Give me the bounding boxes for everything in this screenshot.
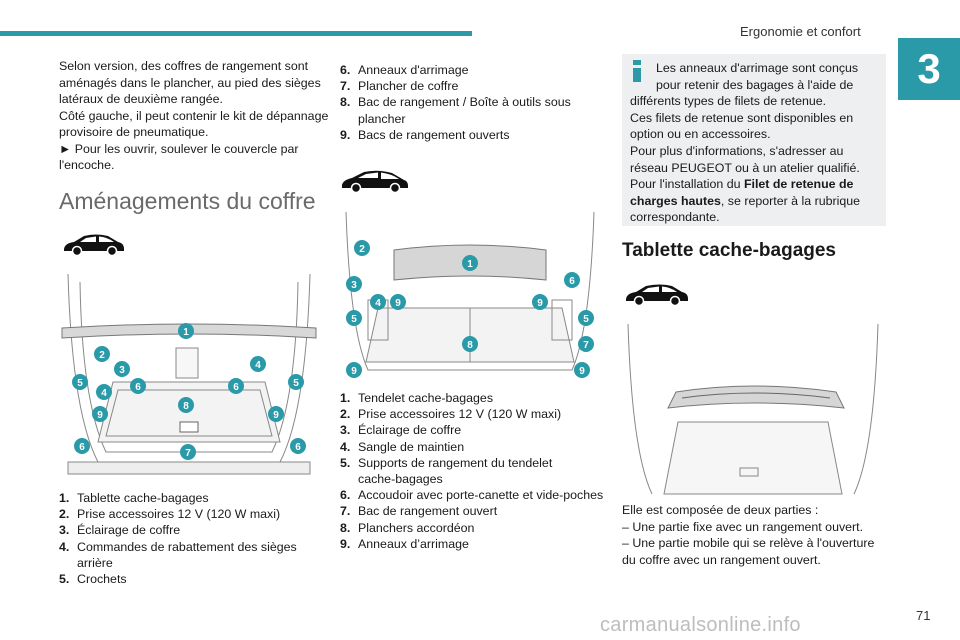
intro-line: Côté gauche, il peut contenir le kit de … [59, 108, 329, 123]
svg-text:6: 6 [569, 276, 575, 287]
svg-text:9: 9 [579, 366, 585, 377]
svg-text:8: 8 [183, 401, 189, 412]
list-item: 4.Commandes de rabattement des sièges ar… [59, 539, 297, 570]
car-silhouette-icon [342, 170, 408, 192]
svg-text:7: 7 [583, 340, 589, 351]
info-box [622, 54, 886, 226]
legend-list-2: 1.Tendelet cache-bagages 2.Prise accesso… [340, 390, 605, 552]
svg-text:5: 5 [351, 314, 357, 325]
callout-badges: 1 2 3 4 4 5 5 6 6 6 6 7 8 9 9 [72, 323, 306, 460]
intro-line: aménagés dans le plancher, au pied des s… [59, 75, 321, 90]
list-item: 7.Bac de rangement ouvert [340, 504, 498, 519]
list-item: 4.Sangle de maintien [340, 439, 465, 454]
svg-text:3: 3 [119, 365, 125, 376]
svg-text:6: 6 [135, 382, 141, 393]
intro-paragraph: Selon version, des coffres de rangement … [59, 58, 329, 174]
svg-text:6: 6 [79, 442, 85, 453]
svg-text:5: 5 [293, 378, 299, 389]
svg-text:9: 9 [97, 410, 103, 421]
chapter-number: 3 [898, 38, 960, 100]
info-icon [633, 60, 641, 82]
svg-text:1: 1 [183, 327, 189, 338]
paragraph-line: du coffre avec un rangement ouvert. [622, 552, 821, 567]
svg-text:5: 5 [583, 314, 589, 325]
svg-text:7: 7 [185, 448, 191, 459]
legend-list-1-continued: 6.Anneaux d'arrimage 7.Plancher de coffr… [340, 62, 605, 143]
list-item: 5.Supports de rangement du tendelet cach… [340, 455, 553, 487]
list-item: 7.Plancher de coffre [340, 79, 459, 94]
parcel-shelf-diagram [622, 322, 884, 498]
intro-line: latéraux de deuxième rangée. [59, 92, 223, 106]
car-silhouette-icon [626, 284, 688, 306]
intro-line: provisoire de pneumatique. [59, 125, 209, 139]
list-item: 6.Accoudoir avec porte-canette et vide-p… [340, 488, 604, 503]
tablette-description: Elle est composée de deux parties : – Un… [622, 502, 887, 568]
section-title: Ergonomie et confort [740, 24, 861, 39]
svg-text:3: 3 [351, 280, 357, 291]
svg-text:4: 4 [375, 298, 381, 309]
svg-text:6: 6 [295, 442, 301, 453]
watermark: carmanualsonline.info [600, 614, 801, 636]
list-item: 1.Tablette cache-bagages [59, 491, 209, 505]
svg-text:2: 2 [359, 244, 365, 255]
page-number: 71 [916, 608, 931, 623]
svg-text:9: 9 [351, 366, 357, 377]
list-item: 6.Anneaux d'arrimage [340, 63, 469, 77]
list-item: 5.Crochets [59, 572, 127, 587]
list-item: 1.Tendelet cache-bagages [340, 391, 494, 405]
intro-line: l'encoche. [59, 158, 115, 172]
list-item: 2.Prise accessoires 12 V (120 W maxi) [340, 407, 562, 422]
list-item: 3.Éclairage de coffre [59, 523, 181, 538]
intro-line: ► Pour les ouvrir, soulever le couvercle… [59, 141, 299, 156]
section-heading-tablette: Tablette cache-bagages [622, 240, 837, 261]
paragraph-line: – Une partie mobile qui se relève à l'ou… [622, 536, 875, 550]
paragraph-line: – Une partie fixe avec un rangement ouve… [622, 519, 864, 534]
legend-list-1: 1.Tablette cache-bagages 2.Prise accesso… [59, 490, 329, 587]
list-item: 8.Bac de rangement / Boîte à outils sous… [340, 95, 571, 126]
info-text: Les anneaux d'arrimage sont conçus pour … [630, 61, 861, 225]
list-item: 2.Prise accessoires 12 V (120 W maxi) [59, 507, 281, 522]
svg-text:4: 4 [101, 388, 107, 399]
svg-text:9: 9 [537, 298, 543, 309]
svg-text:9: 9 [273, 410, 279, 421]
svg-text:2: 2 [99, 350, 105, 361]
svg-text:4: 4 [255, 360, 261, 371]
section-heading-amenagements: Aménagements du coffre [59, 188, 316, 214]
trunk-diagram-2: 1 2 3 4 5 5 6 7 8 9 9 9 9 [338, 210, 602, 380]
list-item: 8.Planchers accordéon [340, 520, 475, 535]
trunk-diagram-1: 1 2 3 4 4 5 5 6 6 6 6 7 8 9 9 [58, 272, 320, 478]
callout-badges: 1 2 3 4 5 5 6 7 8 9 9 9 9 [346, 240, 594, 378]
intro-line: Selon version, des coffres de rangement … [59, 59, 309, 73]
svg-text:5: 5 [77, 378, 83, 389]
list-item: 9.Bacs de rangement ouverts [340, 127, 510, 142]
paragraph-line: Elle est composée de deux parties : [622, 503, 819, 517]
svg-text:1: 1 [467, 259, 473, 270]
car-silhouette-icon [64, 234, 124, 256]
svg-text:8: 8 [467, 340, 473, 351]
list-item: 9.Anneaux d’arrimage [340, 536, 469, 551]
list-item: 3.Éclairage de coffre [340, 423, 462, 438]
svg-text:9: 9 [395, 298, 401, 309]
svg-text:6: 6 [233, 382, 239, 393]
header-accent-bar [0, 31, 472, 36]
